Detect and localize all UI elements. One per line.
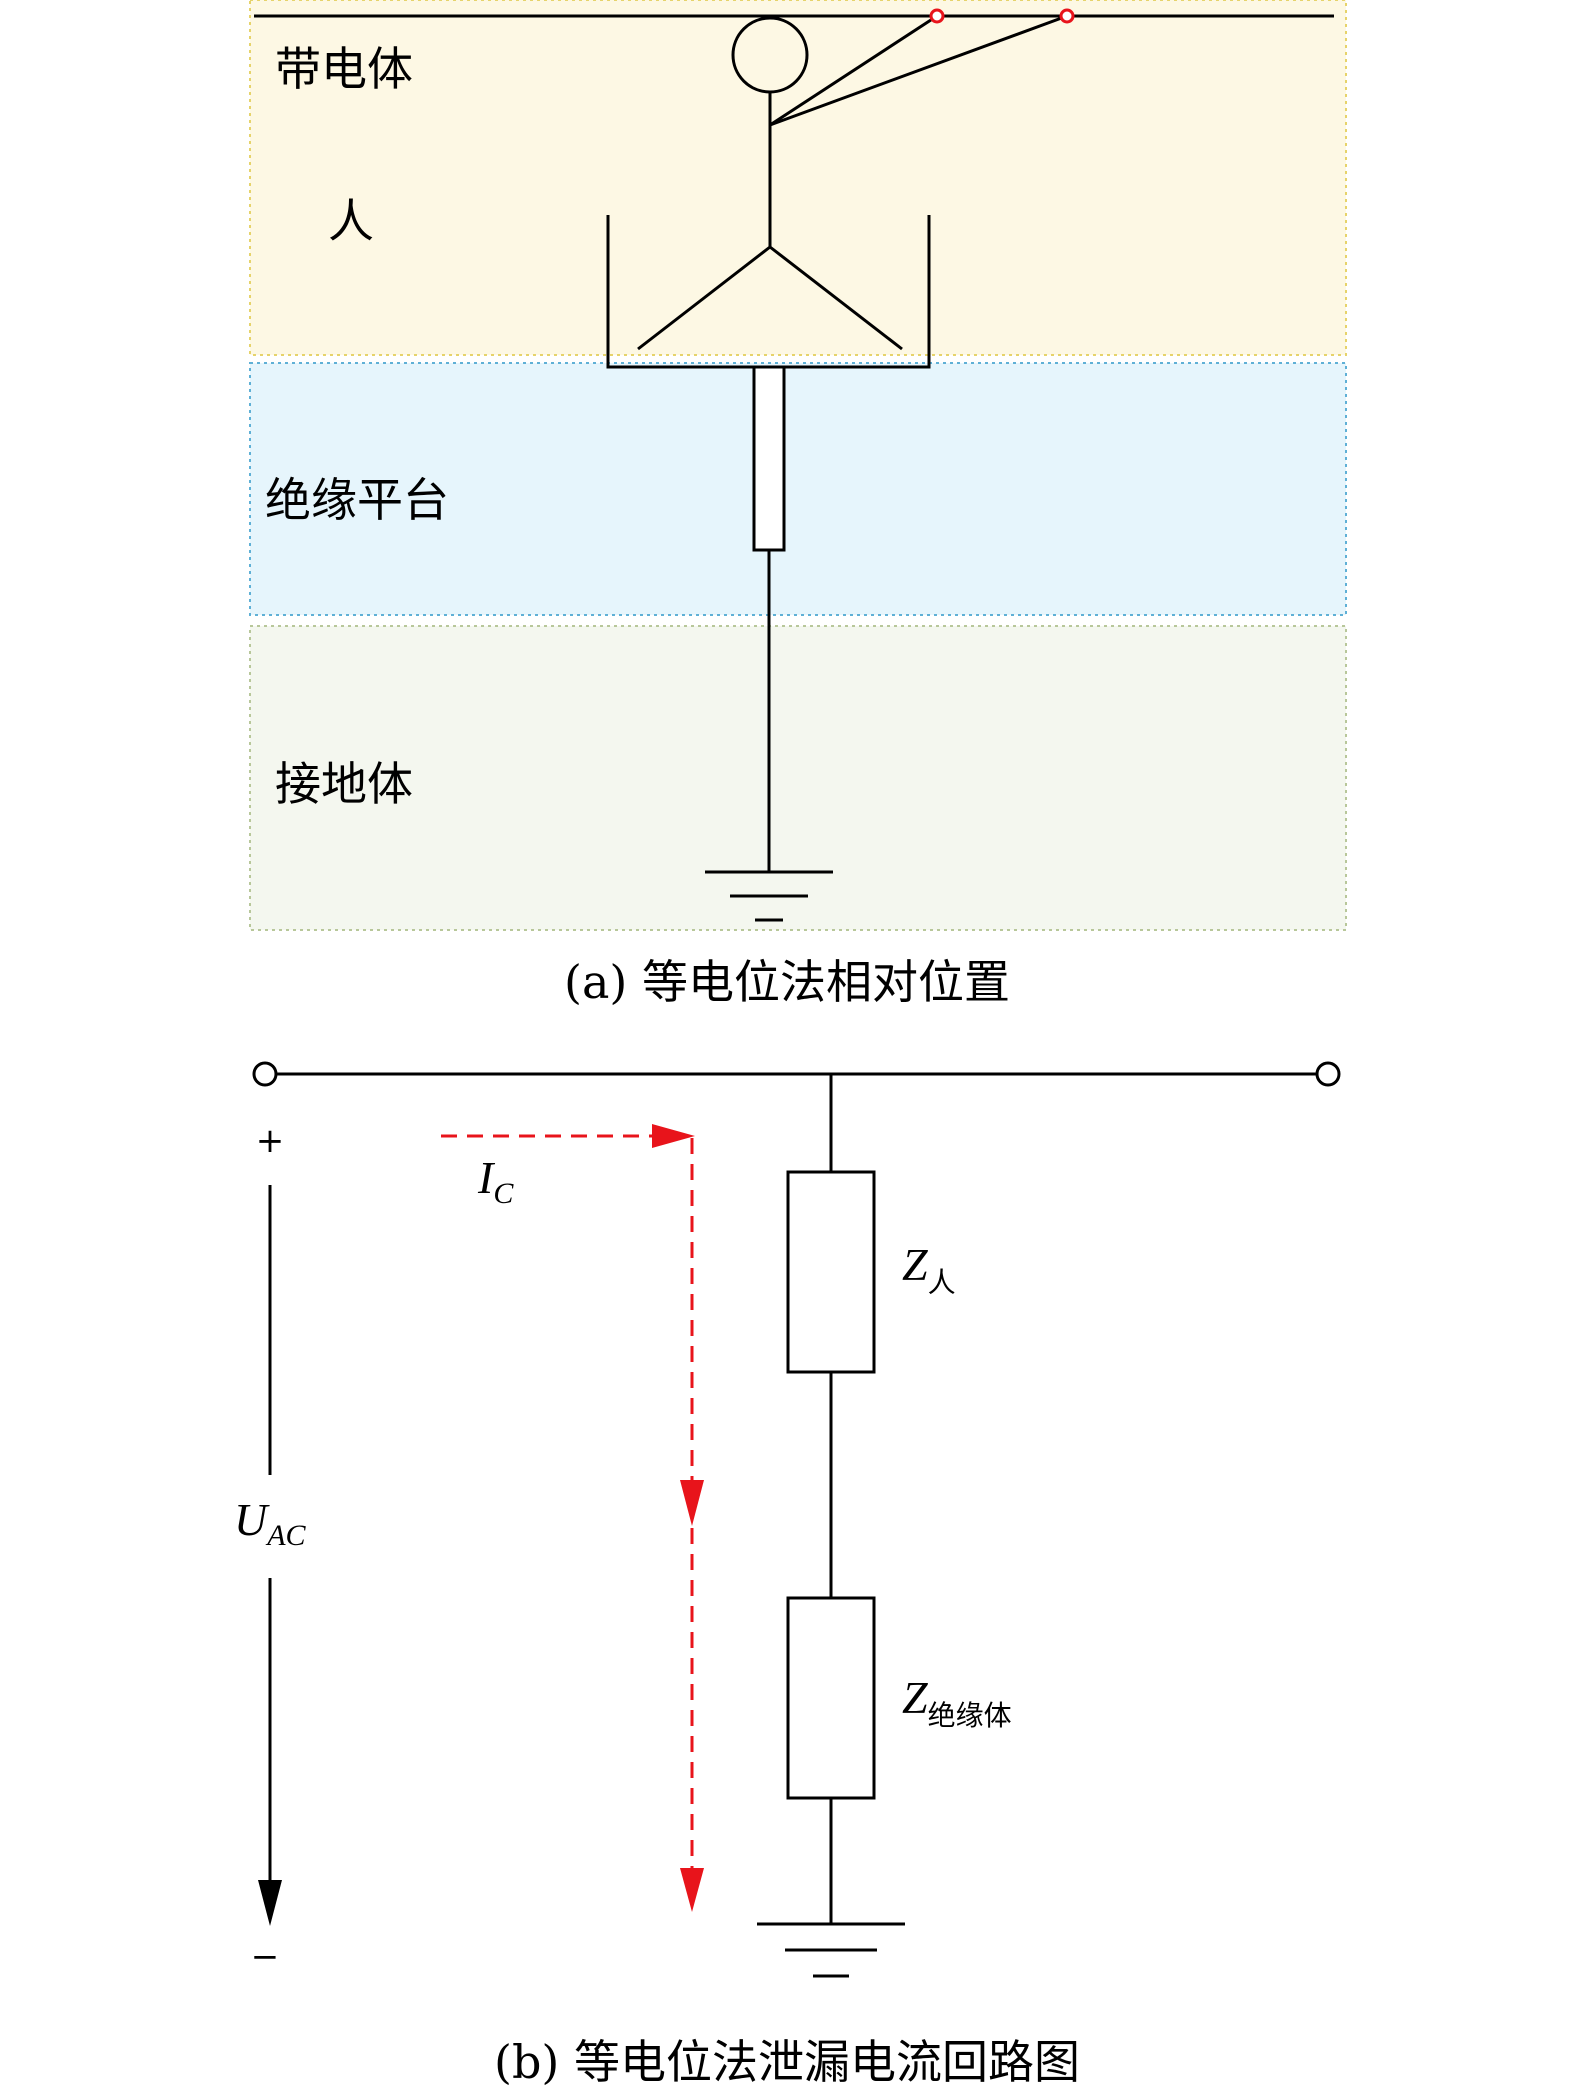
live-body-zone	[249, 0, 1347, 356]
label-ground-body: 接地体	[275, 757, 413, 811]
impedance-insulator	[786, 1596, 876, 1800]
caption-a: (a) 等电位法相对位置	[564, 955, 1010, 1009]
figure-a: 带电体 人 绝缘平台 接地体 (a) 等电位法相对位置	[249, 0, 1347, 1009]
current-arrowhead-middle	[680, 1480, 704, 1526]
caption-b: (b) 等电位法泄漏电流回路图	[494, 2035, 1080, 2089]
insulating-platform-zone	[249, 362, 1347, 616]
person-right-leg	[769, 245, 903, 351]
current-arrowhead-bottom	[680, 1868, 704, 1912]
ground-body-zone	[249, 625, 1347, 931]
impedance-person-label: Z人	[902, 1239, 956, 1299]
person-left-leg	[637, 245, 771, 351]
minus-sign: −	[251, 1937, 280, 1977]
current-label: IC	[477, 1152, 514, 1210]
impedance-insulator-label: Z绝缘体	[902, 1672, 1012, 1732]
impedance-person	[786, 1170, 876, 1374]
voltage-arrowhead	[258, 1880, 282, 1926]
terminal-left	[252, 1061, 278, 1087]
label-insulating-platform: 绝缘平台	[265, 473, 449, 527]
terminal-right	[1315, 1061, 1341, 1087]
plus-sign: +	[256, 1121, 285, 1161]
contact-point-2	[1059, 8, 1075, 24]
contact-point-1	[929, 8, 945, 24]
person-arm-1	[769, 14, 938, 127]
insulating-rod	[752, 365, 786, 552]
voltage-label: UAC	[234, 1494, 307, 1552]
current-arrowhead-right	[652, 1124, 695, 1148]
label-person: 人	[328, 194, 374, 248]
person-arm-2	[769, 14, 1068, 127]
label-live-body: 带电体	[275, 42, 413, 96]
figure-b: + − IC UAC Z人 Z绝缘体 (b) 等电位法泄漏电流回路图	[234, 1061, 1341, 2089]
